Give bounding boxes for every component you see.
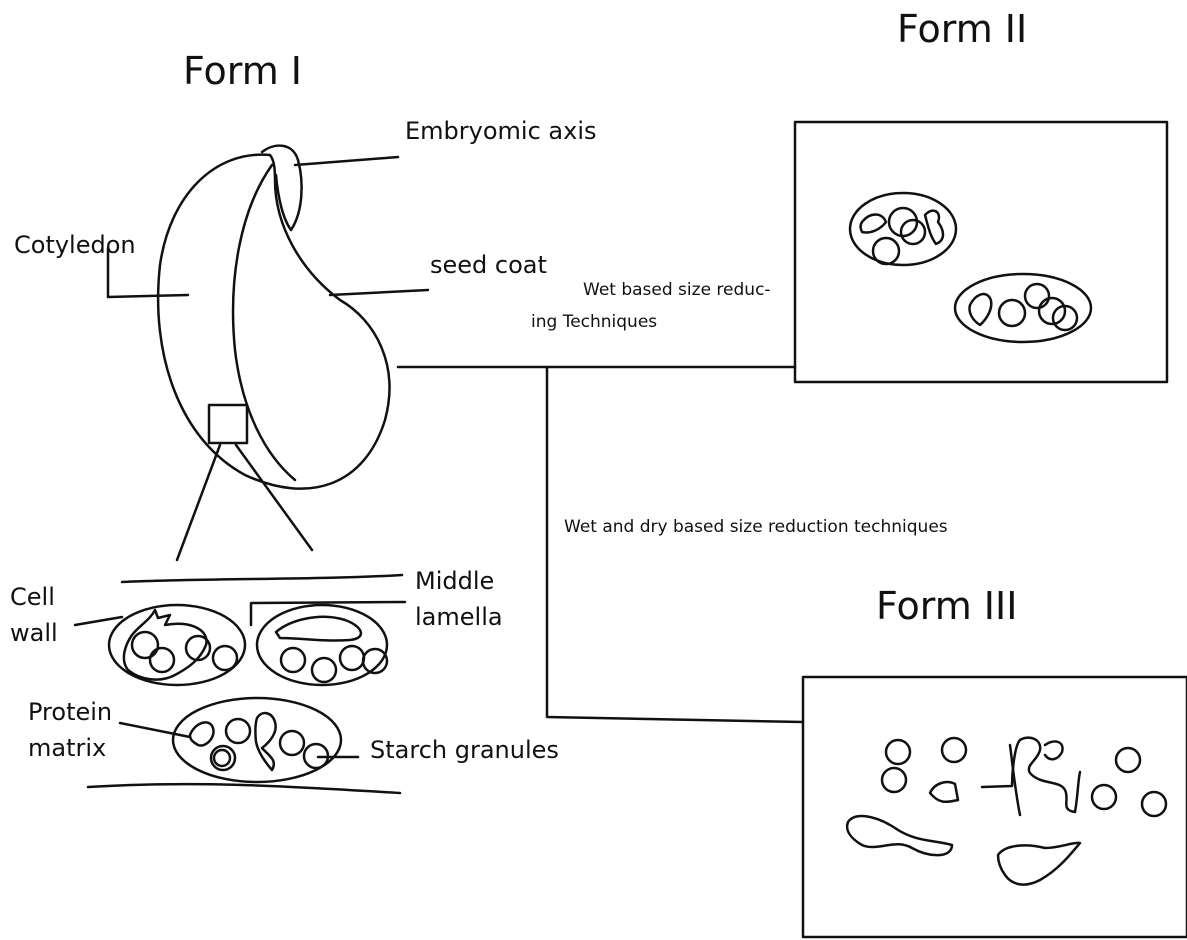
particle-fragment [930,782,958,802]
starch-granule [312,658,336,682]
lower-boundary-line [88,784,400,793]
label-middle-lamella-line1: Middle [415,568,494,596]
particle-granule [1025,284,1049,308]
label-cell-wall-line2: wall [10,620,58,648]
particle-matrix [969,294,991,325]
particle-granule [889,208,917,236]
form3-particles [847,738,1166,885]
starch-granule [340,646,364,670]
form3-box [803,677,1187,937]
label-cell-wall-line1: Cell [10,584,55,612]
particle-matrix [861,215,887,233]
form2-title: Form II [897,8,1027,52]
upper-boundary-line [122,575,402,582]
particle-granule [1116,748,1140,772]
particle-leaf [998,843,1080,885]
form1-title: Form I [183,50,302,94]
particle-granule [942,738,966,762]
starch-granule [132,632,158,658]
particle-granule [886,740,910,764]
leader-embryonic-axis [295,157,398,165]
particle-granule [1142,792,1166,816]
form2-particles [850,193,1091,342]
label-starch-granules: Starch granules [370,737,559,765]
protein-matrix-squiggle [276,617,361,641]
connector-to-form3 [547,367,803,722]
label-seed-coat: seed coat [430,252,547,280]
seed-outline [158,155,389,489]
particle-cluster [850,193,956,265]
seed-inner-line [233,165,295,480]
magnify-line-left [177,445,220,560]
starch-granule [150,648,174,672]
particle-protein-strand [1045,741,1063,759]
label-protein-matrix-line1: Protein [28,699,112,727]
protein-matrix-squiggle [124,610,207,680]
label-middle-lamella-line2: lamella [415,604,503,632]
particle-loop [847,816,952,855]
label-wet-process-line1: Wet based size reduc- [583,281,771,301]
starch-granule [213,646,237,670]
form2-box [795,122,1167,382]
starch-granule [280,731,304,755]
starch-granule [281,648,305,672]
particle-granule [1092,785,1116,809]
protein-matrix-squiggle [255,713,275,770]
starch-granule [226,719,250,743]
cell-structure [88,575,402,793]
starch-granule [214,750,230,766]
magnified-region-box [209,405,247,443]
protein-matrix-squiggle [190,722,214,745]
particle-granule [873,238,899,264]
label-embryonic-axis: Embryomic axis [405,118,596,146]
label-wet-process-line2: ing Techniques [531,313,657,333]
particle-protein-strand [982,738,1080,812]
leader-seed-coat [330,290,428,295]
label-cotyledon: Cotyledon [14,232,136,260]
particle-matrix [925,211,943,244]
seed-illustration [158,146,389,560]
particle-granule [882,768,906,792]
magnify-line-right [236,445,312,550]
label-wet-dry-process: Wet and dry based size reduction techniq… [564,518,948,538]
leader-cell-wall [75,617,122,625]
particle-granule [999,300,1025,326]
label-protein-matrix-line2: matrix [28,735,106,763]
form3-title: Form III [876,585,1017,629]
